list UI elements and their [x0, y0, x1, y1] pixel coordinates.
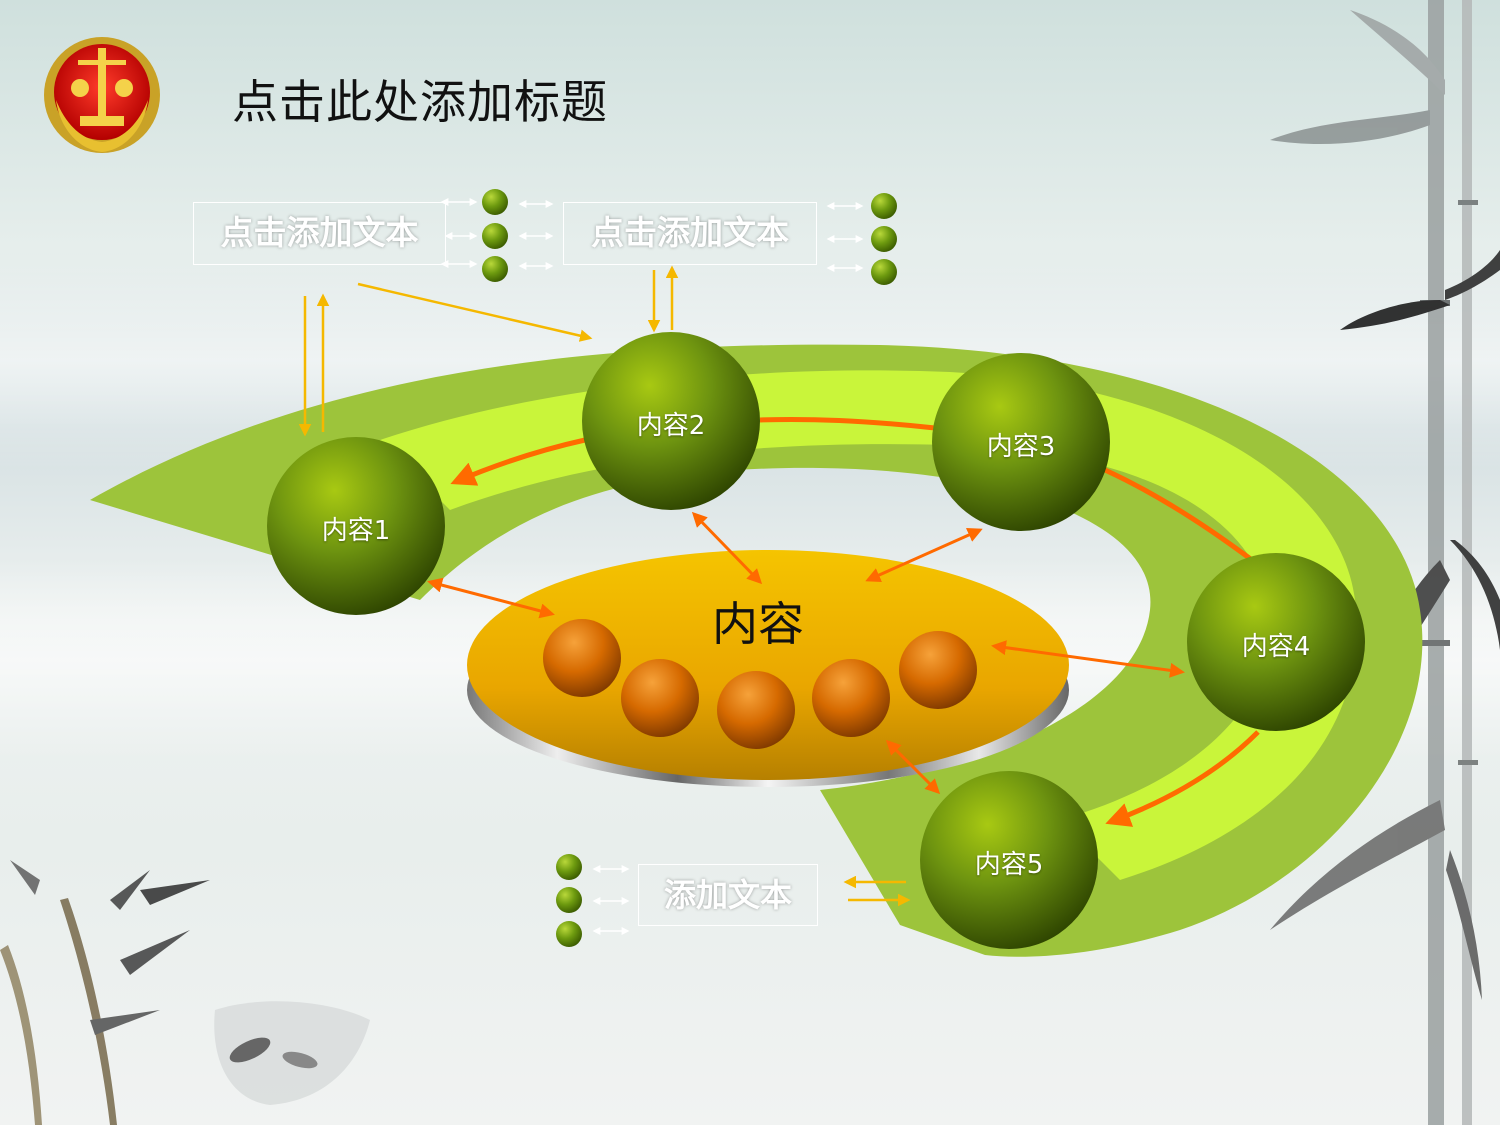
- small-ball: [482, 223, 508, 249]
- text-box-1[interactable]: 点击添加文本: [193, 202, 446, 265]
- node-spheres: [267, 332, 1365, 949]
- bamboo-decoration: [0, 860, 210, 1125]
- orange-ball: [717, 671, 795, 749]
- node-2-label[interactable]: 内容2: [636, 411, 706, 441]
- orange-ball-group: [543, 619, 977, 749]
- arrow-node2-to-node1: [450, 437, 586, 486]
- node-3-label[interactable]: 内容3: [986, 432, 1056, 462]
- node-5-sphere[interactable]: [920, 771, 1098, 949]
- spoke-arrows: [427, 511, 1185, 795]
- ink-fish-decoration: [214, 1001, 370, 1105]
- small-ball: [871, 226, 897, 252]
- text-box-2[interactable]: 点击添加文本: [563, 202, 817, 265]
- yellow-arrows: [298, 265, 911, 907]
- orange-ball: [899, 631, 977, 709]
- small-ball: [482, 256, 508, 282]
- center-label[interactable]: 内容: [712, 597, 804, 651]
- text-box-3[interactable]: 添加文本: [638, 864, 818, 926]
- small-ball: [556, 854, 582, 880]
- small-ball: [556, 887, 582, 913]
- small-ball-group-1: [482, 189, 897, 947]
- node-4-label[interactable]: 内容4: [1241, 632, 1311, 662]
- ring-arrows: [450, 416, 1260, 827]
- node-5-label[interactable]: 内容5: [974, 850, 1044, 880]
- orange-ball: [543, 619, 621, 697]
- page-title[interactable]: 点击此处添加标题: [232, 75, 608, 129]
- node-1-label[interactable]: 内容1: [321, 516, 391, 546]
- small-ball: [871, 193, 897, 219]
- arrow-node2-to-node3: [759, 416, 936, 431]
- small-ball: [871, 259, 897, 285]
- white-arrows: [440, 198, 864, 935]
- node-2-sphere[interactable]: [582, 332, 760, 510]
- small-ball: [556, 921, 582, 947]
- court-emblem-icon: [44, 37, 160, 153]
- arrow-node3-to-node4: [1103, 467, 1254, 563]
- node-4-sphere[interactable]: [1187, 553, 1365, 731]
- node-1-sphere[interactable]: [267, 437, 445, 615]
- orange-ball: [812, 659, 890, 737]
- node-3-sphere[interactable]: [932, 353, 1110, 531]
- small-ball: [482, 189, 508, 215]
- lime-band: [380, 370, 1357, 880]
- orange-ball: [621, 659, 699, 737]
- arrow-node4-to-node5: [1105, 730, 1260, 827]
